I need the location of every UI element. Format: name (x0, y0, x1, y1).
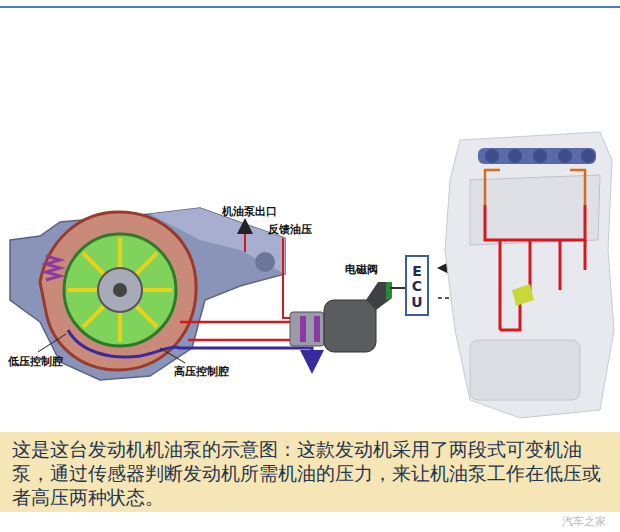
engine (445, 132, 614, 418)
connector (366, 282, 392, 310)
leader (160, 348, 185, 363)
connector-tip (386, 282, 392, 300)
control-line (188, 339, 300, 342)
high-line (180, 321, 300, 324)
chamber-label: 低压控制腔 (8, 354, 63, 369)
low-line (68, 330, 312, 368)
vanes (68, 238, 172, 342)
spool-land (314, 316, 320, 342)
ecu-box: ECU (405, 255, 429, 316)
spring (46, 256, 60, 280)
rotor-ring (64, 234, 176, 346)
shaft (113, 283, 127, 297)
hub (98, 268, 142, 312)
spool (290, 312, 324, 346)
caption-band: 这是这台发动机机油泵的示意图：这款发动机采用了两段式可变机油泵，通过传感器判断发… (0, 432, 620, 512)
box-label: ECU (410, 264, 424, 310)
chamber-label: 高压控制腔 (174, 364, 229, 379)
outlet-label: 机油泵出口 (222, 204, 277, 219)
outlet-arrow (244, 222, 246, 252)
boss (255, 252, 275, 272)
leader (38, 334, 66, 352)
feedback-line (283, 238, 300, 318)
watermark: 汽车之家 (562, 514, 606, 529)
part-label: 电磁阀 (332, 262, 390, 277)
feedback-label: 反馈油压 (268, 222, 312, 237)
top-rule (0, 6, 620, 8)
spool-land (300, 316, 306, 342)
solenoid-valve: 电磁阀 (332, 262, 390, 350)
signal-wire (390, 287, 405, 289)
solenoid-body (324, 300, 376, 352)
